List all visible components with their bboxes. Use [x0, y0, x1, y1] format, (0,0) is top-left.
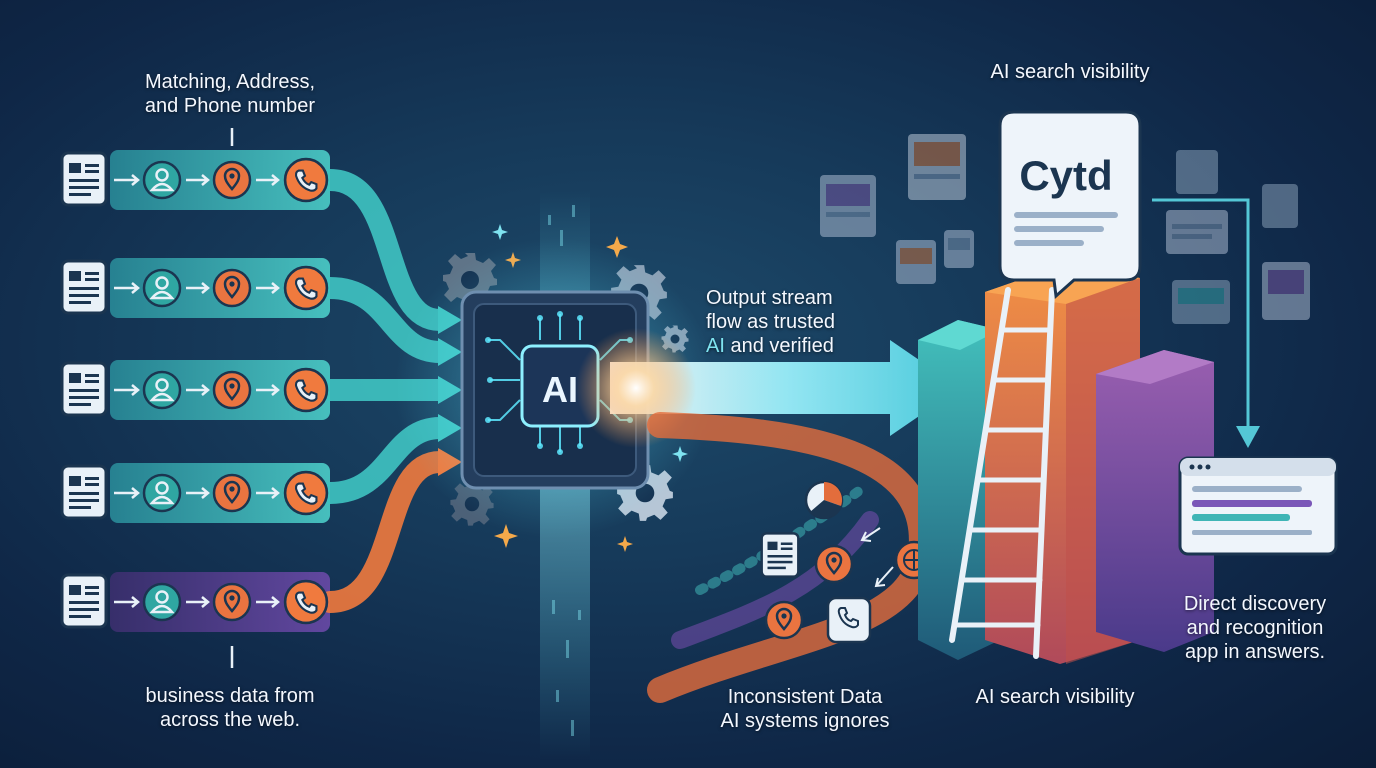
output-line-2: flow as trusted [706, 311, 835, 333]
binary-dots [548, 205, 581, 736]
floating-card [908, 134, 966, 200]
floating-card [1262, 262, 1310, 320]
person-icon [142, 370, 182, 410]
person-icon [142, 582, 182, 622]
document-icon [60, 573, 108, 629]
sparkle-icon [617, 536, 633, 552]
output-line-1: Output stream [706, 287, 833, 309]
floating-card [820, 175, 876, 237]
ladder [949, 287, 1055, 659]
location-pin-icon [212, 268, 252, 308]
document-icon [60, 361, 108, 417]
discovery-connector [1152, 198, 1250, 428]
inconsistent-small-arrows [860, 527, 894, 588]
person-icon [142, 268, 182, 308]
phone-icon [826, 596, 872, 644]
location-pin-icon [212, 473, 252, 513]
document-icon [60, 259, 108, 315]
label-ai-search-visibility-top: AI search visibility [990, 61, 1150, 83]
brand-logo-text: Cytd [1019, 152, 1112, 199]
discovery-arrowhead [1236, 426, 1260, 448]
location-pin-icon [814, 544, 854, 584]
teal-tower [918, 320, 1000, 660]
visibility-towers [918, 266, 1214, 664]
floating-card [1166, 210, 1228, 254]
person-icon [142, 473, 182, 513]
phone-icon [283, 470, 329, 516]
sparkle-icon [606, 236, 628, 258]
sparkle-icon [494, 524, 518, 548]
sparkle-icon [492, 224, 508, 240]
location-pin-icon [212, 582, 252, 622]
floating-cards [820, 134, 1310, 324]
location-pin-icon [212, 160, 252, 200]
phone-icon [283, 579, 329, 625]
phone-icon [283, 157, 329, 203]
output-accent: AI [706, 335, 725, 357]
pie-chart-icon [804, 480, 844, 520]
brand-card: Cytd [998, 110, 1142, 300]
row-small-arrows [114, 174, 280, 608]
label-ai-search-visibility-bottom: AI search visibility [975, 686, 1135, 708]
floating-card [1262, 184, 1298, 228]
floating-card [896, 240, 936, 284]
output-line-3: and verified [724, 335, 834, 357]
purple-tower [1096, 350, 1214, 652]
label-direct-discovery: Direct discovery and recognition app in … [1183, 593, 1327, 663]
person-icon [142, 160, 182, 200]
floating-card [1176, 150, 1218, 194]
location-pin-icon [212, 370, 252, 410]
phone-icon [283, 367, 329, 413]
location-pin-icon [764, 600, 804, 640]
label-inconsistent-data: Inconsistent Data AI systems ignores [720, 686, 890, 732]
document-icon [760, 531, 800, 579]
label-matching-address-phone: Matching, Address, and Phone number [144, 71, 316, 117]
floating-card [1172, 280, 1230, 324]
chip-label: AI [542, 369, 578, 410]
document-icon [60, 151, 108, 207]
floating-card [944, 230, 974, 268]
document-icon [60, 464, 108, 520]
label-business-data: business data from across the web. [145, 685, 315, 731]
browser-window [1178, 456, 1338, 556]
phone-icon [283, 265, 329, 311]
